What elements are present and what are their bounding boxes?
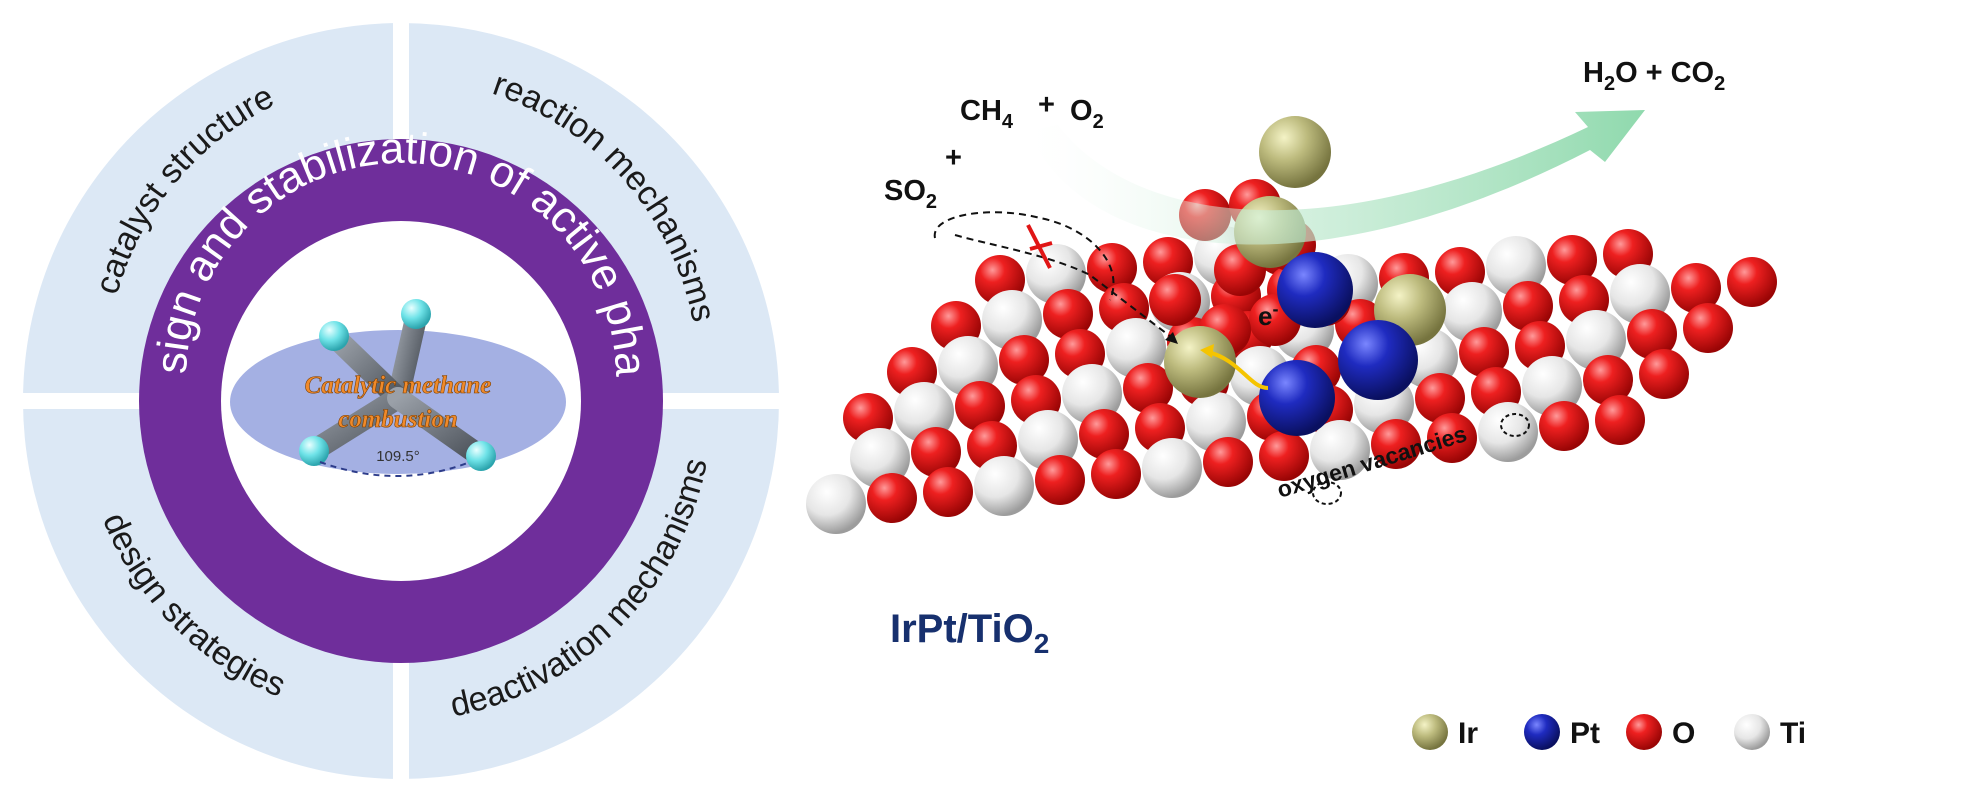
hydrogen-atom [401,299,431,329]
oxygen-atom [999,335,1049,385]
bond-angle-label: 109.5° [376,448,420,465]
oxygen-atom [1149,274,1201,326]
center-title-line2: combustion [338,406,457,433]
legend-label: Pt [1570,717,1600,750]
oxygen-atom [1123,363,1173,413]
oxygen-atom [911,427,961,477]
legend-item: Pt [1524,714,1600,750]
products: H2O+CO2 [1583,57,1725,95]
hydrogen-atom [299,436,329,466]
oxygen-atom [1203,437,1253,487]
oxygen-atom [1259,431,1309,481]
methane-molecule: 109.5° Catalytic methane combustion [230,299,566,477]
ti-atom [974,456,1034,516]
bond-top [387,307,427,409]
ti-atom [850,428,910,488]
oxygen-atom [923,467,973,517]
vacancy-marker [1312,481,1342,505]
ti-atom [1142,438,1202,498]
iridium-atom [1164,326,1236,398]
ti-atom [894,382,954,442]
electron-arrowhead [1200,344,1214,358]
ti-atom [1442,282,1502,342]
oxygen-atom [955,381,1005,431]
ti-atom [1106,318,1166,378]
oxygen-atom [1087,243,1137,293]
oxygen-atom [1091,449,1141,499]
legend-swatch [1626,714,1662,750]
oxygen-atom [1415,373,1465,423]
oxygen-atom [1371,419,1421,469]
ti-atom [806,474,866,534]
legend-label: Ti [1780,717,1806,750]
electron-label: e- [1258,299,1278,331]
vacancy-marker [1500,413,1530,437]
electron-transfer-arrow [1207,350,1269,390]
ti-atom [1478,402,1538,462]
iridium-atom [1259,116,1331,188]
oxygen-atom [1595,395,1645,445]
ti-atom [1310,420,1370,480]
oxygen-atom [1583,355,1633,405]
oxygen-atom [1539,401,1589,451]
oxygen-atom [1503,281,1553,331]
blocked-mark [1029,241,1053,251]
ti-atom [982,290,1042,350]
legend-item: Ti [1734,714,1806,750]
so2-path [933,211,1115,301]
reactant-o2: O2 [1070,95,1104,133]
oxygen-atom [1035,455,1085,505]
reaction-arrow [1028,110,1645,245]
hydrogen-atom [319,321,349,351]
legend-label: Ir [1458,717,1478,750]
reactant-ch4: CH4 [960,95,1014,133]
catalyst-label: IrPt/TiO2 [890,607,1049,659]
oxygen-atom [1079,409,1129,459]
bond-lower-right [387,387,487,464]
oxygen-atom [1459,327,1509,377]
oxygen-atom [1547,235,1597,285]
oxygen-atom [1683,303,1733,353]
plus-sign: + [945,142,962,174]
ti-atom [1026,244,1086,304]
bond-left [327,329,409,409]
hydrogen-atom [466,441,496,471]
reactant-so2: SO2 [884,175,937,213]
legend-swatch [1734,714,1770,750]
ti-atom [1018,410,1078,470]
ti-atom [1486,236,1546,296]
platinum-atom [1338,320,1418,400]
legend-swatch [1412,714,1448,750]
so2-path-inner [954,234,1176,341]
ti-atom [1610,264,1670,324]
legend-item: Ir [1412,714,1478,750]
oxygen-atom [1727,257,1777,307]
ti-atom [1186,392,1246,452]
ti-atom [1062,364,1122,424]
legend-label: O [1672,717,1695,750]
ti-atom [938,336,998,396]
legend-item: O [1626,714,1695,750]
topic-wheel: catalyst structure reaction mechanisms d… [0,0,784,784]
legend: Ir Pt O Ti [1412,714,1806,750]
legend-swatch [1524,714,1560,750]
platinum-atom [1259,360,1335,436]
ti-atom [1522,356,1582,416]
oxygen-atom [867,473,917,523]
bond-lower-left [307,387,409,459]
so2-path-arrowhead [1165,332,1178,344]
center-title-line1: Catalytic methane [305,372,492,399]
plus-sign: + [1038,89,1055,121]
oxygen-atom [1043,289,1093,339]
oxygen-atom [1639,349,1689,399]
oxygen-atom [1671,263,1721,313]
bond-angle-arc [319,461,471,477]
oxygen-atom [1427,413,1477,463]
platinum-atom [1277,252,1353,328]
oxygen-atom [1627,309,1677,359]
ti-atom [1566,310,1626,370]
